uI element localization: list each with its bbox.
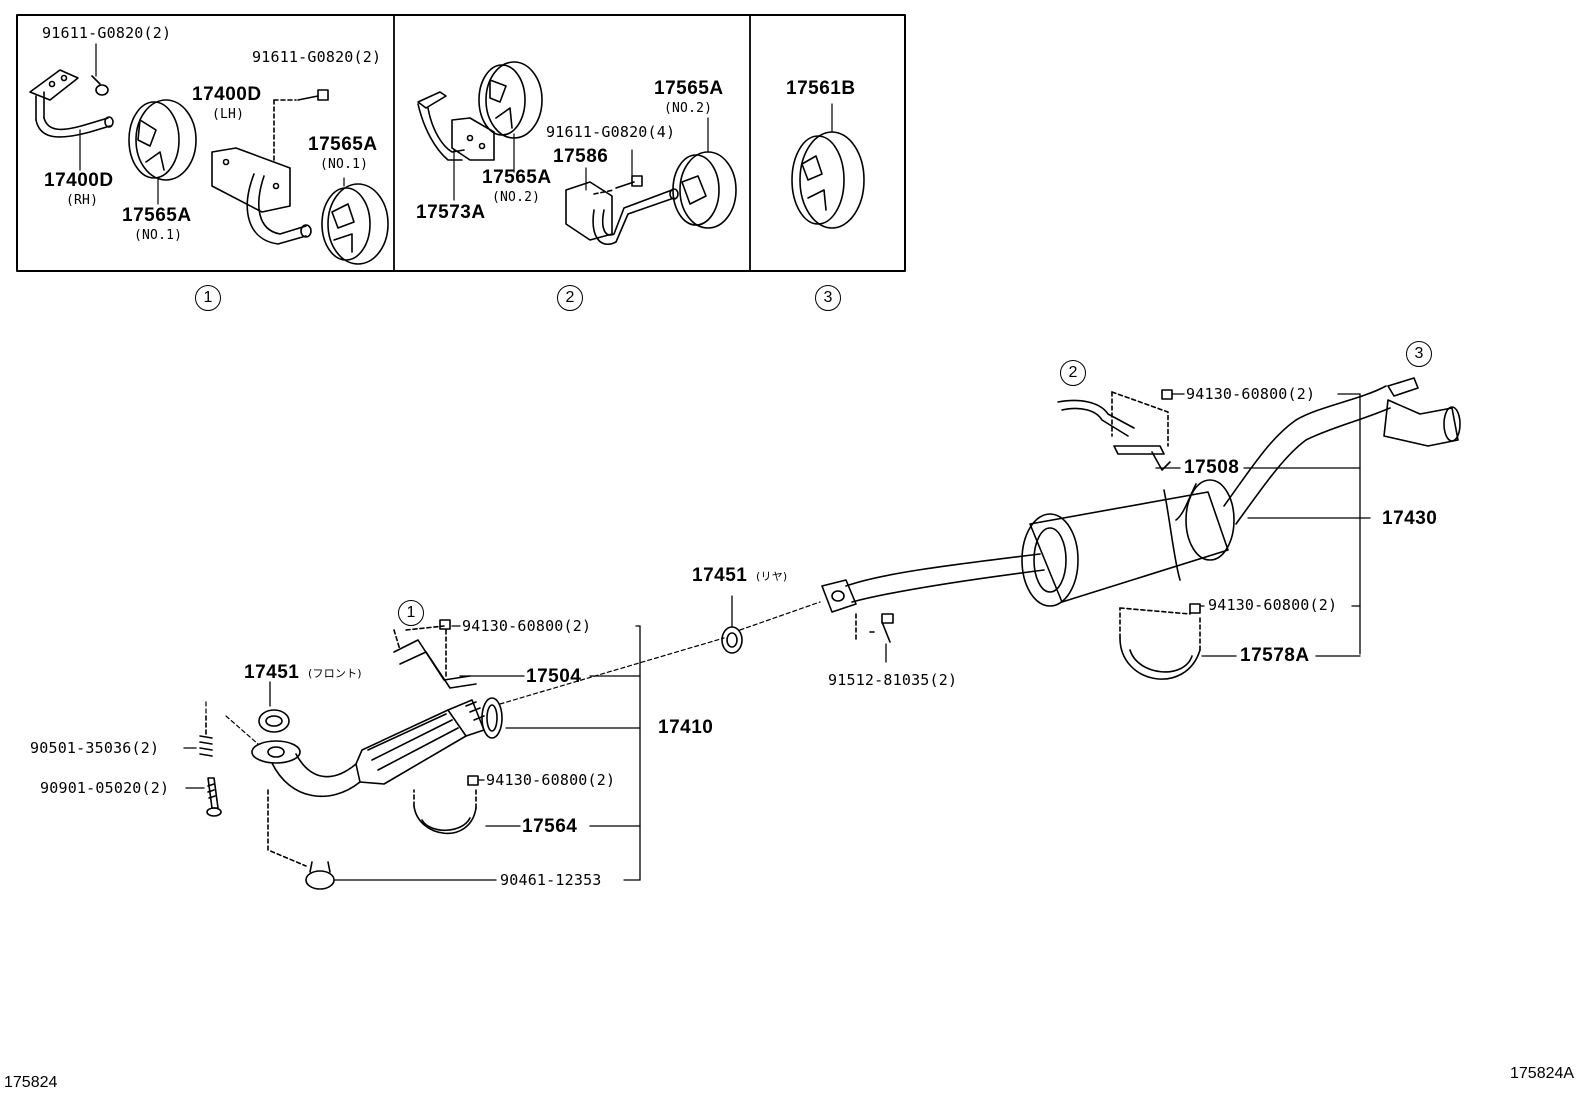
rear-bolt [855, 613, 894, 643]
inset2-bracket [565, 181, 679, 245]
inset2-cushion-mid-label: 17565A [482, 167, 552, 188]
inset1-cushion-right [321, 183, 389, 265]
rear-bracket [1057, 391, 1171, 471]
inset1-cushion-left [128, 99, 197, 181]
front-bracket [393, 625, 477, 689]
inset1-hanger-rh [29, 69, 114, 138]
callout-1-inset: 1 [195, 285, 221, 311]
inset1-bolt-a [91, 75, 109, 96]
inset1-hanger-lh-label: 17400D [192, 84, 262, 105]
callout-2-inset: 2 [557, 285, 583, 311]
spring [199, 715, 213, 757]
stud-bolt-label: 90901-05020(2) [40, 779, 170, 797]
rear-gasket [721, 626, 743, 654]
center-bolt-label: 91512-81035(2) [828, 671, 958, 689]
figure-id-right: 175824A [1510, 1065, 1575, 1082]
inset2-bracket-label: 17586 [553, 146, 609, 167]
spring-label: 90501-35036(2) [30, 739, 160, 757]
callout-1-main: 1 [398, 600, 424, 626]
inset1-hanger-rh-label: 17400D [44, 170, 114, 191]
clamp [267, 789, 335, 890]
rear-heat-insulator [1119, 607, 1201, 680]
front-pipe-label: 17410 [658, 717, 714, 738]
front-dash-links [205, 601, 821, 745]
main-leader-lines [183, 393, 1371, 881]
inset2-leaders [453, 117, 709, 201]
rear-heat-insulator-label: 17578A [1240, 645, 1310, 666]
front-gasket-label: 17451 [244, 662, 300, 683]
front-pipe-assembly [251, 697, 503, 798]
tail-pipe-assembly [821, 377, 1461, 613]
inset1-bolt-a-label: 91611-G0820(2) [42, 24, 172, 42]
inset-panels [16, 14, 906, 272]
rear-gasket-note: (リヤ) [756, 570, 788, 583]
callout-3-inset: 3 [815, 285, 841, 311]
inset2-cushion-mid [672, 151, 737, 229]
inset2-cushion-top-label: 17565A [654, 78, 724, 99]
inset1-cushion-left-label: 17565A [122, 205, 192, 226]
callout-3-main: 3 [1406, 341, 1432, 367]
front-bracket-label: 17504 [526, 666, 582, 687]
front-heat-insulator [413, 789, 477, 835]
nut-front-lower-label: 94130-60800(2) [486, 771, 616, 789]
tail-assembly-label: 17430 [1382, 508, 1438, 529]
nut-rear-lower-label: 94130-60800(2) [1208, 596, 1338, 614]
inset1-hanger-lh [211, 147, 312, 245]
nut-top-right-label: 94130-60800(2) [1186, 385, 1316, 403]
front-heat-insulator-label: 17564 [522, 816, 578, 837]
inset1-cushion-left-note: (NO.1) [134, 228, 183, 243]
inset2-cushion-top-note: (NO.2) [664, 101, 713, 116]
inset1-hanger-lh-side: (LH) [212, 107, 245, 122]
front-gasket [258, 709, 290, 733]
callout-2-main: 2 [1060, 360, 1086, 386]
inset1-bolt-b [273, 89, 329, 163]
front-gasket-note: (フロント) [308, 667, 362, 680]
stud-bolt [206, 777, 222, 817]
clamp-label: 90461-12353 [500, 871, 602, 889]
inset2-cushion-mid-note: (NO.2) [492, 190, 541, 205]
inset2-bolt-label: 91611-G0820(4) [546, 123, 676, 141]
inset1-hanger-rh-side: (RH) [66, 193, 99, 208]
inset1-cushion-right-note: (NO.1) [320, 157, 369, 172]
inset3-cushion-label: 17561B [786, 78, 856, 99]
inset2-cushion-top [478, 61, 543, 139]
figure-id-left: 175824 [4, 1074, 58, 1091]
inset2-bolt [593, 175, 643, 195]
inset1-bolt-b-label: 91611-G0820(2) [252, 48, 382, 66]
inset1-leaders [79, 43, 345, 205]
inset2-hanger [417, 91, 495, 161]
inset3-cushion [791, 103, 865, 229]
rear-bracket-label: 17508 [1184, 457, 1240, 478]
inset2-hanger-label: 17573A [416, 202, 486, 223]
rear-gasket-label: 17451 [692, 565, 748, 586]
inset1-cushion-right-label: 17565A [308, 134, 378, 155]
nut-front-upper-label: 94130-60800(2) [462, 617, 592, 635]
